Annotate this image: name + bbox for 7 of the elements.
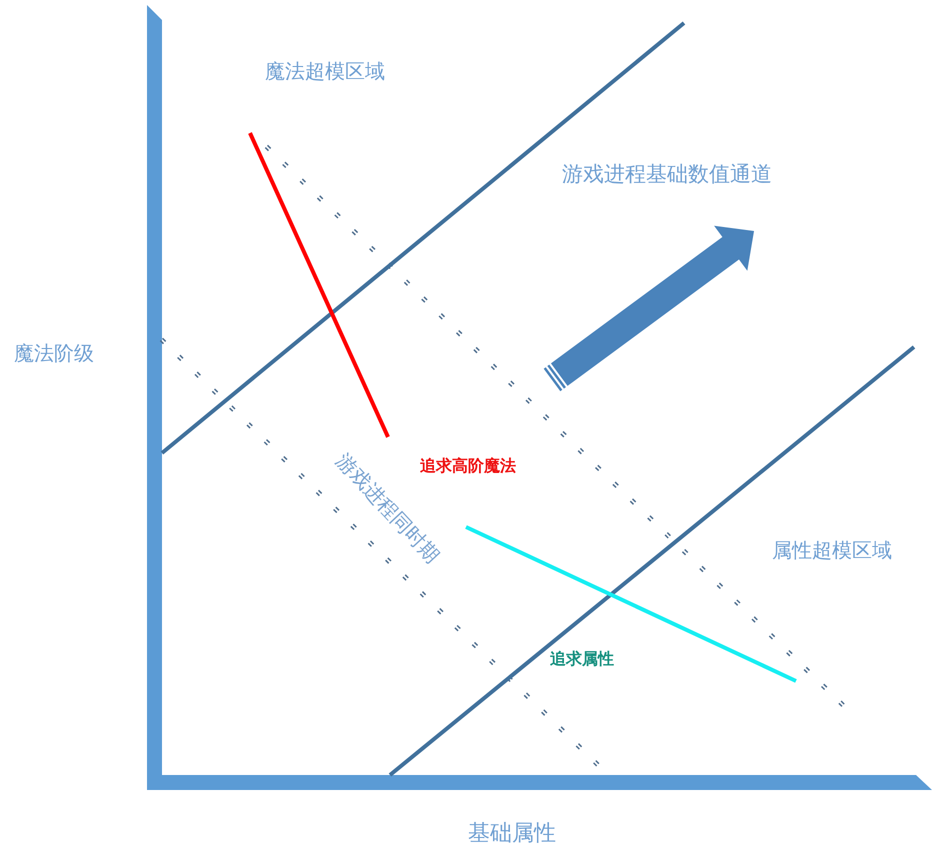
axis-label: 魔法阶级 (14, 342, 94, 364)
pursuit-label: 追求属性 (550, 650, 614, 668)
pursuit-label: 追求高阶魔法 (420, 457, 516, 475)
axis-label: 基础属性 (468, 822, 556, 846)
channel-label: 游戏进程基础数值通道 (562, 163, 772, 186)
region-label: 魔法超模区域 (265, 60, 385, 82)
region-label: 属性超模区域 (772, 539, 892, 561)
